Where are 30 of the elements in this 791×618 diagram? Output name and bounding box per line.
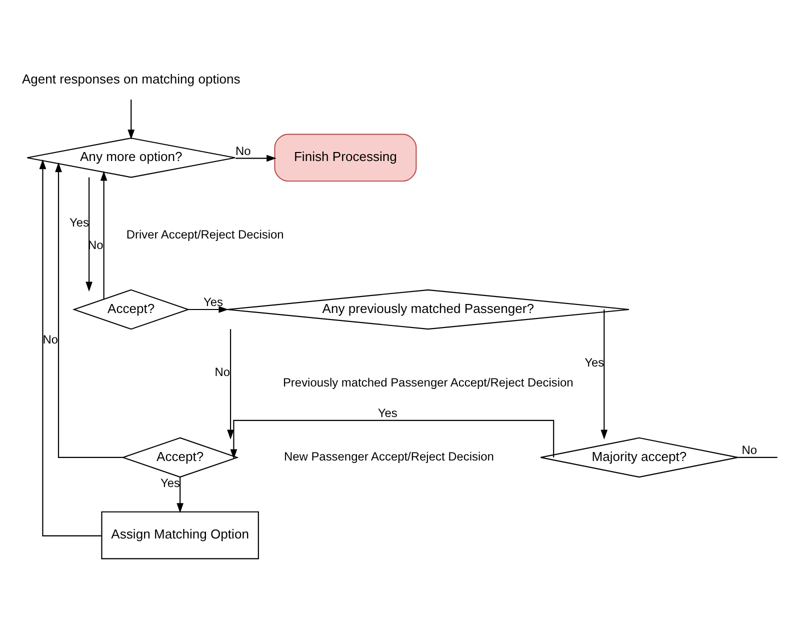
arrow	[227, 328, 234, 440]
node-diamond: Any previously matched Passenger?	[226, 288, 630, 330]
label: Driver Accept/Reject Decision	[126, 227, 284, 242]
arrow	[188, 306, 229, 312]
edge-label: No	[42, 332, 58, 346]
arrow	[39, 158, 102, 536]
node-box: Finish Processing	[274, 133, 417, 182]
edge-label: Yes	[70, 214, 90, 229]
arrow	[236, 154, 276, 162]
node-diamond: Any more option?	[26, 137, 236, 178]
node-text: Agent responses on matching options	[22, 70, 240, 86]
node-diamond: Accept?	[72, 288, 190, 330]
edge-label: Yes	[160, 475, 180, 490]
node-box: Assign Matching Option	[101, 510, 259, 559]
arrow	[86, 176, 92, 292]
label: Previously matched Passenger Accept/Reject Decision	[282, 375, 574, 390]
edge-label: No	[236, 143, 251, 158]
edge-label: No	[214, 364, 230, 379]
edge-label: Yes	[378, 405, 398, 420]
arrow	[176, 476, 184, 512]
arrow	[230, 419, 554, 459]
arrow	[128, 99, 135, 139]
arrow	[55, 162, 124, 458]
arrow	[600, 309, 608, 440]
arrow	[100, 170, 108, 299]
label: New Passenger Accept/Reject Decision	[284, 449, 494, 464]
edge-label: Yes	[204, 294, 224, 309]
node-diamond: Majority accept?	[540, 436, 738, 478]
connector	[738, 456, 778, 458]
edge-label: No	[742, 442, 758, 456]
